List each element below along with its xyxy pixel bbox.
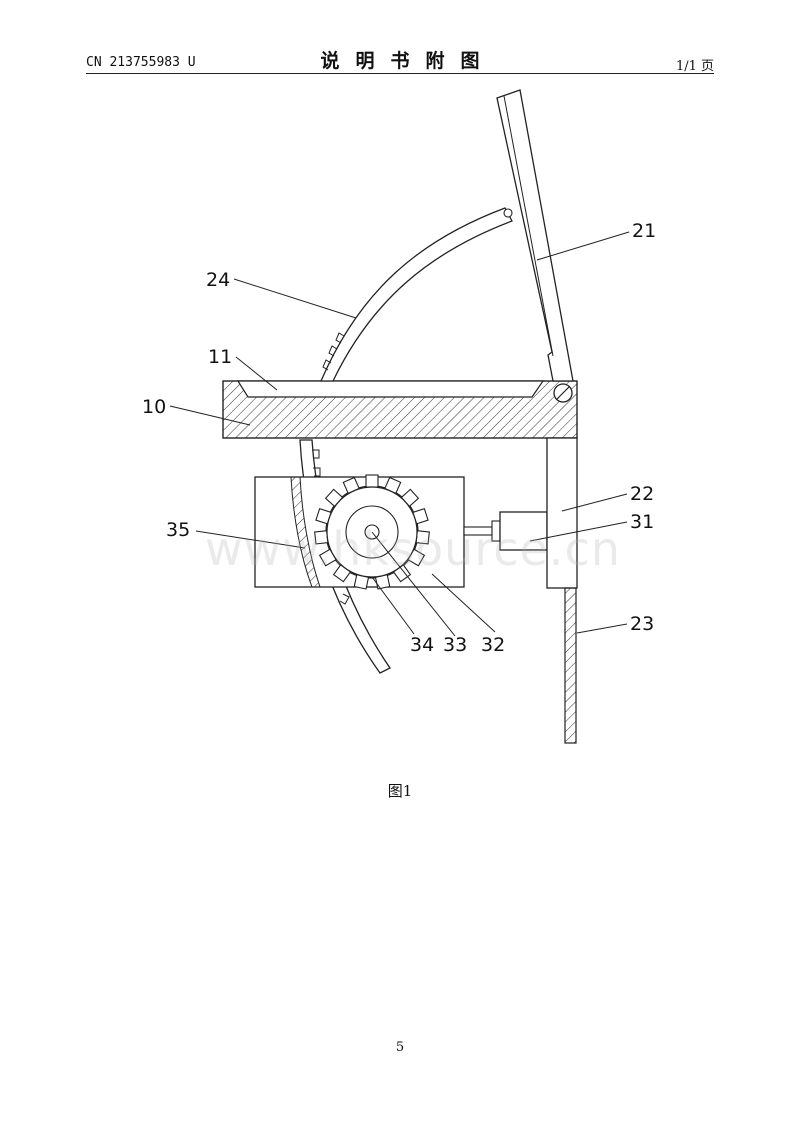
motor-coupling [491, 520, 501, 542]
motor-shaft [463, 526, 493, 536]
top-recess [236, 380, 545, 398]
document-number: CN 213755983 U [86, 55, 196, 70]
label-34: 34 [410, 634, 434, 656]
label-23: 23 [630, 613, 654, 635]
label-24: 24 [206, 269, 230, 291]
hinge-pin-slot [556, 386, 570, 400]
curved-rack [320, 207, 513, 382]
label-21: 21 [632, 220, 656, 242]
leader-lines [169, 231, 630, 637]
page-indicator: 1/1 页 [675, 59, 714, 74]
mount-plate [564, 587, 577, 744]
header-rule [86, 73, 714, 74]
rack-pivot [503, 208, 513, 218]
label-10: 10 [142, 396, 166, 418]
guide-strip [290, 476, 321, 588]
rack-teeth-upper [322, 332, 345, 371]
label-11: 11 [208, 346, 232, 368]
page-number: 5 [395, 1040, 405, 1055]
label-35: 35 [166, 519, 190, 541]
vertical-post [546, 437, 578, 589]
page-title: 说明书附图 [320, 50, 496, 72]
label-22: 22 [630, 483, 654, 505]
label-32: 32 [481, 634, 505, 656]
label-31: 31 [630, 511, 654, 533]
tilted-panel [496, 89, 574, 382]
figure-caption: 图1 [387, 782, 413, 800]
label-33: 33 [443, 634, 467, 656]
motor-body [499, 511, 548, 551]
tilted-panel-inner-edge [503, 95, 554, 357]
